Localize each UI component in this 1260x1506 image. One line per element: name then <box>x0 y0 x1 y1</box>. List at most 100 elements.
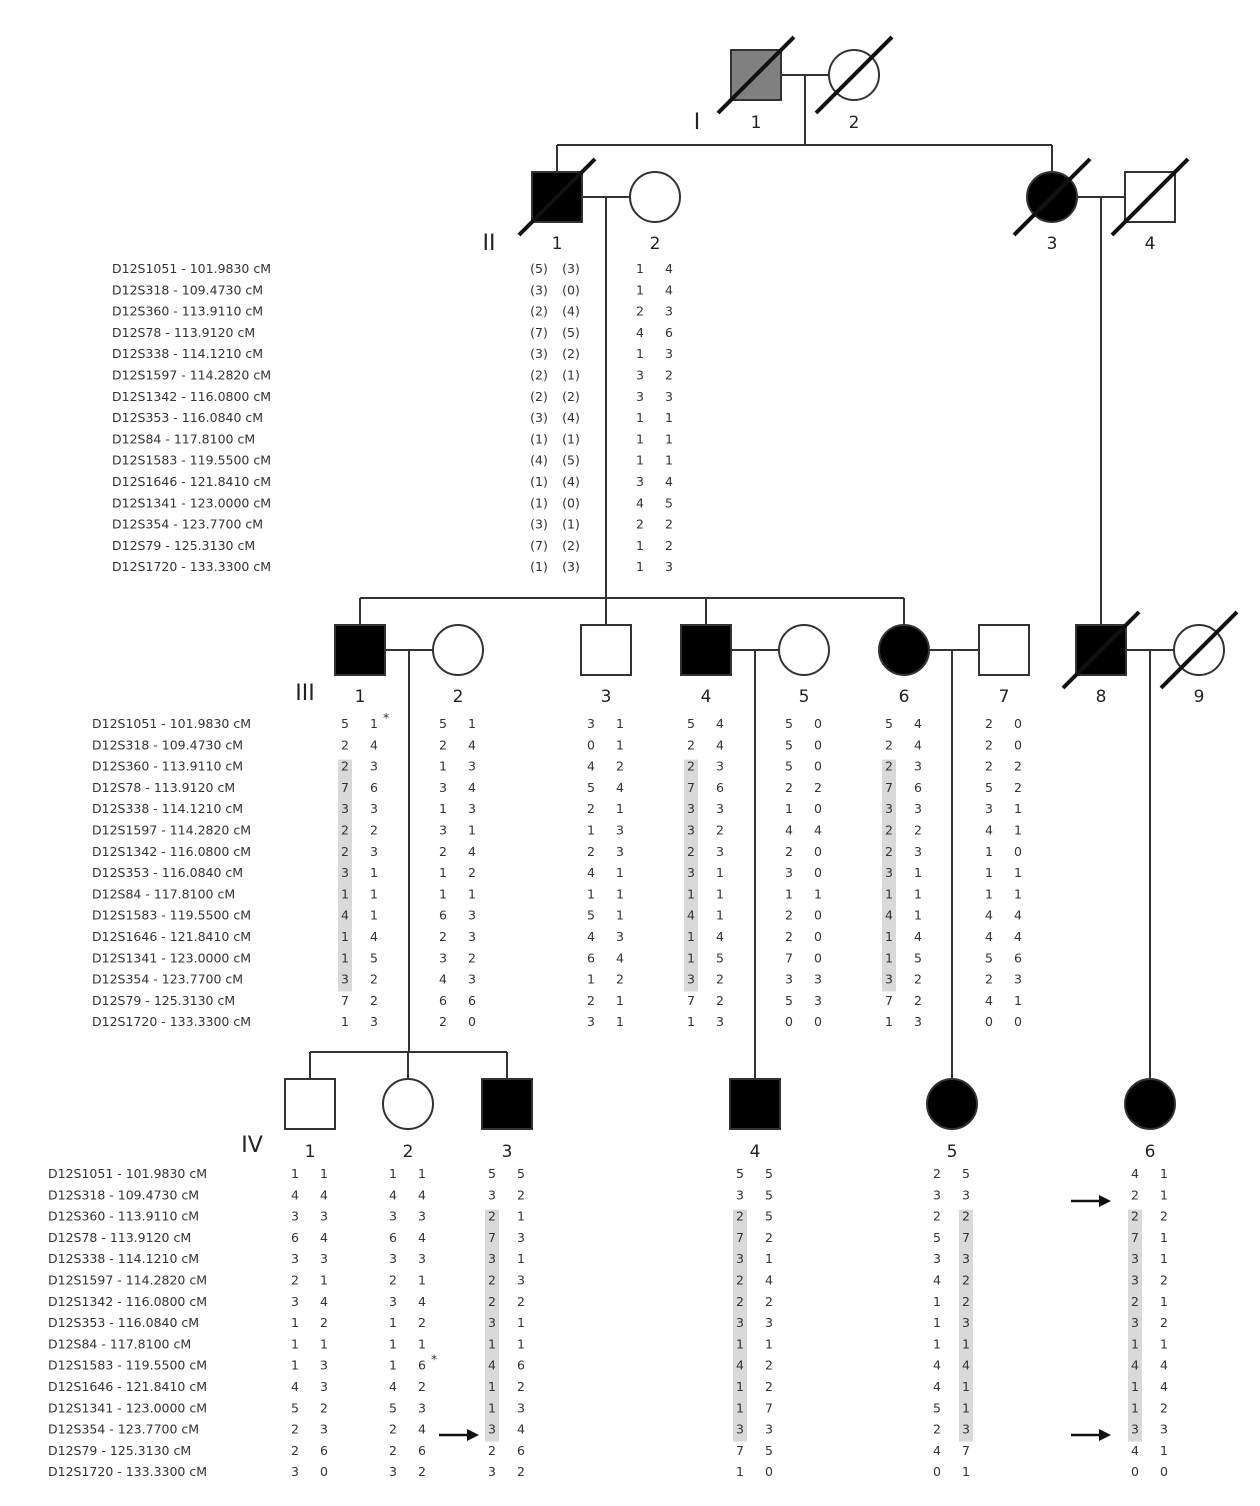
allele-value: 4 <box>636 325 644 340</box>
arrow-head-icon <box>1099 1195 1111 1207</box>
allele-value: 4 <box>320 1187 328 1202</box>
individual-iv-6 <box>1124 1078 1176 1130</box>
individual-number: 2 <box>650 234 661 254</box>
allele-value: 3 <box>587 716 595 731</box>
allele-value: 7 <box>341 780 349 795</box>
allele-value: 1 <box>636 453 644 468</box>
marker-label: D12S79 - 125.3130 cM <box>48 1443 191 1458</box>
allele-value: 7 <box>885 780 893 795</box>
allele-value: 1 <box>716 865 724 880</box>
allele-value: 1 <box>1160 1251 1168 1266</box>
allele-value: 0 <box>1014 1014 1022 1029</box>
arrow-head-icon <box>1099 1429 1111 1441</box>
marker-label: D12S78 - 113.9120 cM <box>48 1230 191 1245</box>
allele-value: 6 <box>665 325 673 340</box>
allele-value: (3) <box>530 346 548 361</box>
allele-value: 1 <box>985 844 993 859</box>
allele-value: 3 <box>370 844 378 859</box>
marker-label: D12S1051 - 101.9830 cM <box>92 716 251 731</box>
allele-value: 3 <box>885 865 893 880</box>
allele-value: 2 <box>885 759 893 774</box>
individual-iv-1 <box>284 1078 336 1130</box>
allele-value: 1 <box>291 1166 299 1181</box>
allele-value: (2) <box>530 368 548 383</box>
individual-number: 1 <box>305 1142 316 1162</box>
allele-value: 2 <box>291 1443 299 1458</box>
allele-value: 0 <box>1131 1464 1139 1479</box>
allele-value: 1 <box>1160 1187 1168 1202</box>
allele-value: 1 <box>716 908 724 923</box>
allele-value: 4 <box>716 737 724 752</box>
allele-value: 1 <box>439 759 447 774</box>
allele-value: 4 <box>985 908 993 923</box>
allele-value: 2 <box>439 737 447 752</box>
marker-label: D12S318 - 109.4730 cM <box>92 737 243 752</box>
allele-value: 5 <box>765 1209 773 1224</box>
allele-value: 5 <box>389 1400 397 1415</box>
allele-value: 0 <box>814 1014 822 1029</box>
generation-label: II <box>483 231 496 256</box>
allele-value: 4 <box>665 261 673 276</box>
allele-value: 1 <box>341 950 349 965</box>
allele-value: 0 <box>468 1014 476 1029</box>
allele-value: 1 <box>439 865 447 880</box>
allele-value: 3 <box>736 1251 744 1266</box>
allele-value: 3 <box>1160 1422 1168 1437</box>
allele-value: 6 <box>517 1443 525 1458</box>
allele-value: 5 <box>933 1400 941 1415</box>
allele-value: 3 <box>517 1273 525 1288</box>
allele-value: 2 <box>933 1422 941 1437</box>
allele-value: 3 <box>320 1379 328 1394</box>
allele-value: 1 <box>1160 1230 1168 1245</box>
allele-value: 1 <box>665 431 673 446</box>
allele-value: 5 <box>765 1443 773 1458</box>
marker-label: D12S360 - 113.9110 cM <box>92 759 243 774</box>
allele-value: 1 <box>1131 1379 1139 1394</box>
allele-value: 3 <box>488 1187 496 1202</box>
allele-value: 3 <box>962 1187 970 1202</box>
allele-value: 4 <box>389 1187 397 1202</box>
allele-value: 4 <box>439 972 447 987</box>
allele-value: 1 <box>1160 1336 1168 1351</box>
allele-value: 2 <box>418 1379 426 1394</box>
allele-value: 2 <box>488 1273 496 1288</box>
allele-value: 2 <box>985 716 993 731</box>
allele-value: 5 <box>962 1166 970 1181</box>
allele-value: (2) <box>562 389 580 404</box>
individual-number: 6 <box>1145 1142 1156 1162</box>
allele-value: 4 <box>320 1294 328 1309</box>
allele-value: 1 <box>616 716 624 731</box>
allele-value: 4 <box>1131 1358 1139 1373</box>
allele-value: 2 <box>914 972 922 987</box>
allele-value: 3 <box>488 1464 496 1479</box>
allele-value: 1 <box>517 1315 525 1330</box>
allele-value: 1 <box>687 1014 695 1029</box>
individual-number: 2 <box>849 113 860 133</box>
allele-value: 1 <box>636 261 644 276</box>
allele-value: 2 <box>736 1209 744 1224</box>
allele-value: (1) <box>530 495 548 510</box>
allele-value: 1 <box>468 823 476 838</box>
allele-value: 1 <box>636 538 644 553</box>
allele-value: 3 <box>933 1187 941 1202</box>
allele-value: 0 <box>985 1014 993 1029</box>
allele-value: 0 <box>1160 1464 1168 1479</box>
allele-value: 2 <box>616 972 624 987</box>
marker-label: D12S353 - 116.0840 cM <box>112 410 263 425</box>
allele-value: 2 <box>587 844 595 859</box>
allele-value: 1 <box>418 1166 426 1181</box>
allele-value: 2 <box>985 759 993 774</box>
individual-iii-7 <box>978 624 1030 676</box>
allele-value: 4 <box>341 908 349 923</box>
allele-value: 2 <box>468 950 476 965</box>
allele-value: 4 <box>418 1294 426 1309</box>
allele-value: 1 <box>885 950 893 965</box>
allele-value: 3 <box>736 1315 744 1330</box>
allele-value: 7 <box>736 1230 744 1245</box>
allele-value: 1 <box>914 908 922 923</box>
allele-value: 1 <box>389 1315 397 1330</box>
individual-number: 2 <box>403 1142 414 1162</box>
allele-value: 3 <box>418 1400 426 1415</box>
allele-value: 5 <box>687 716 695 731</box>
